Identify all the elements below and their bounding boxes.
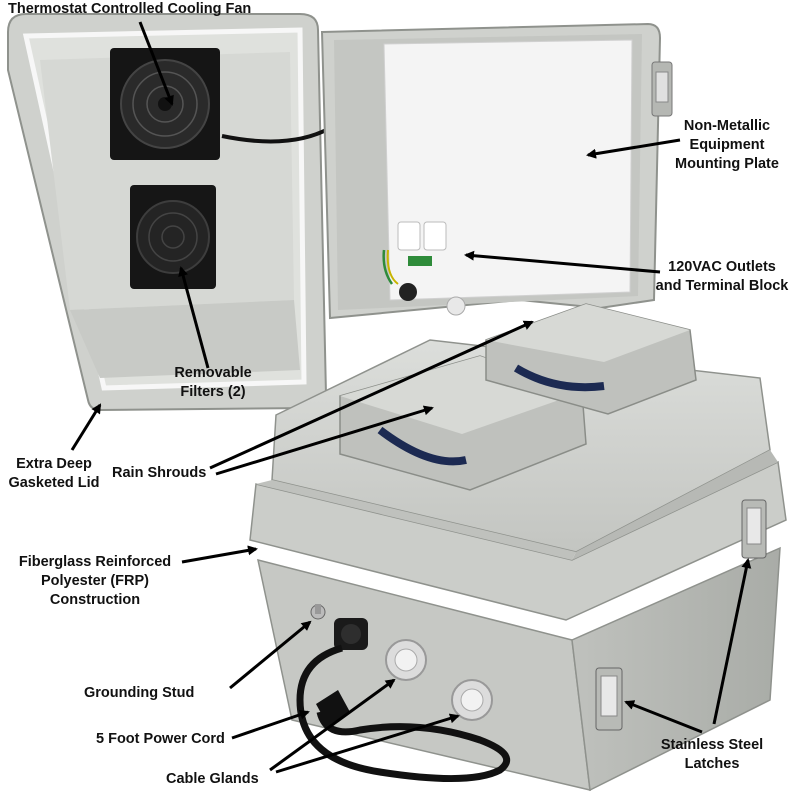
- label-line: 120VAC Outlets: [668, 259, 776, 275]
- arrow-gland-1: [269, 678, 396, 772]
- label-line: Removable: [174, 365, 252, 381]
- label-line: Latches: [684, 756, 740, 772]
- outlet: [423, 221, 447, 251]
- label-line: Construction: [49, 592, 141, 608]
- arrow-filters: [178, 266, 210, 369]
- label-lid: Extra Deep Gasketed Lid: [2, 455, 106, 493]
- cooling-fan: [110, 48, 220, 160]
- label-line: Cable Glands: [166, 771, 259, 787]
- label-line: Filters (2): [180, 384, 246, 400]
- cord-grip-front: [334, 618, 368, 650]
- cable-gland: [451, 679, 493, 721]
- arrow-gland-2: [275, 713, 460, 774]
- stainless-latch: [741, 499, 767, 559]
- label-line: Thermostat Controlled Cooling Fan: [8, 1, 252, 17]
- label-line: Gasketed Lid: [8, 475, 100, 491]
- arrow-stud: [229, 620, 312, 690]
- label-line: Equipment: [689, 137, 765, 153]
- arrow-latch-1: [624, 700, 703, 734]
- label-line: Extra Deep: [16, 456, 92, 472]
- arrow-shroud-2: [215, 405, 434, 476]
- terminal-block: [408, 256, 432, 266]
- arrow-cord: [231, 709, 310, 740]
- label-frp: Fiberglass Reinforced Polyester (FRP) Co…: [10, 553, 180, 610]
- label-mounting-plate: Non-Metallic Equipment Mounting Plate: [660, 117, 794, 174]
- enclosure-body-open: [320, 22, 662, 320]
- arrow-outlets: [464, 250, 661, 274]
- fan-filter: [130, 185, 216, 289]
- arrow-frp: [181, 545, 258, 564]
- label-line: Grounding Stud: [84, 685, 195, 701]
- label-grounding-stud: Grounding Stud: [84, 684, 194, 703]
- arrow-fan: [138, 21, 174, 106]
- arrow-shroud-1: [209, 320, 534, 470]
- knockout: [446, 296, 466, 316]
- label-line: Rain Shrouds: [112, 465, 207, 481]
- label-cooling-fan: Thermostat Controlled Cooling Fan: [8, 0, 251, 19]
- arrow-lid: [70, 403, 102, 451]
- label-rain-shrouds: Rain Shrouds: [112, 464, 206, 483]
- label-outlets: 120VAC Outlets and Terminal Block: [646, 258, 798, 296]
- lid-hinge-latch: [651, 61, 673, 117]
- label-line: Mounting Plate: [675, 156, 779, 172]
- cord-grip: [399, 283, 417, 301]
- arrow-latch-2: [712, 558, 752, 725]
- label-filters: Removable Filters (2): [158, 364, 268, 402]
- outlet: [397, 221, 421, 251]
- label-line: Stainless Steel: [660, 737, 764, 753]
- label-line: and Terminal Block: [655, 278, 789, 294]
- grounding-stud: [310, 604, 326, 620]
- label-line: 5 Foot Power Cord: [96, 731, 225, 747]
- open-lid: [7, 13, 328, 412]
- label-line: Fiberglass Reinforced: [18, 554, 172, 570]
- label-latches: Stainless Steel Latches: [648, 736, 776, 774]
- label-power-cord: 5 Foot Power Cord: [96, 730, 225, 749]
- label-line: Polyester (FRP): [41, 573, 149, 589]
- label-line: Non-Metallic: [683, 118, 771, 134]
- callout-arrows: [70, 21, 752, 774]
- rain-shroud: [485, 303, 697, 415]
- cable-gland: [385, 639, 427, 681]
- label-cable-glands: Cable Glands: [166, 770, 259, 789]
- stainless-latch: [595, 667, 623, 731]
- arrow-plate: [586, 138, 681, 159]
